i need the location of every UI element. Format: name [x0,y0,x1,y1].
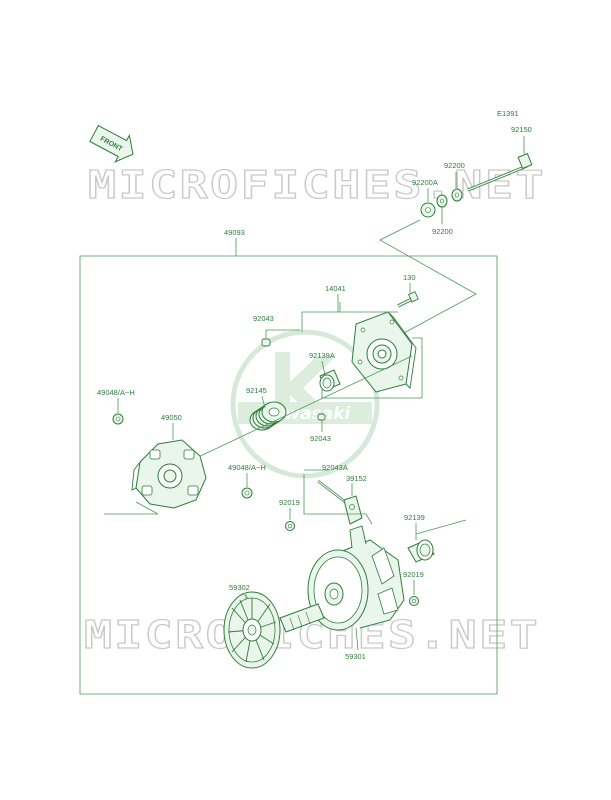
watermark-top: MICROFICHES.NET [88,163,546,207]
label-59302: 59302 [229,583,250,592]
label-92200a: 92200A [412,178,438,187]
nut-92019-left [285,521,295,531]
label-49048-mid: 49048/A~H [228,463,266,472]
label-92200-bottom: 92200 [432,227,453,236]
label-92139a: 92139A [309,351,335,360]
label-49050: 49050 [161,413,182,422]
washer-92200-a [451,188,463,202]
front-arrow-icon: FRONT [89,124,134,163]
leader-washers-housing [379,219,477,335]
axis-line [174,355,413,469]
bushing-92139 [407,539,435,563]
bushing-92139a [319,369,341,392]
pin-92043-mid [317,413,326,421]
label-92200-top: 92200 [444,161,465,170]
assembly-frame [79,255,498,695]
label-92145: 92145 [246,386,267,395]
pin-92043a [317,479,349,506]
label-49093: 49093 [224,228,245,237]
leader-49050 [104,501,159,515]
nut-92200a [420,202,436,218]
pin-92043-top [261,338,271,347]
nut-49048-mid [241,487,253,499]
fixed-sheave-59302 [223,591,325,669]
bolt-130 [397,291,419,308]
label-14041: 14041 [325,284,346,293]
label-92043-top: 92043 [253,314,274,323]
label-39152: 39152 [346,474,367,483]
spring-92145 [249,401,287,431]
label-92139: 92139 [404,513,425,522]
label-92019-right: 92019 [403,570,424,579]
label-92043-mid: 92043 [310,434,331,443]
label-92150: 92150 [511,125,532,134]
washer-92200-b [436,194,448,208]
nut-92019-right [409,596,419,606]
nut-49048-left [112,413,124,425]
ref-code: E1391 [497,109,519,118]
label-92043a: 92043A [322,463,348,472]
label-92019-left: 92019 [279,498,300,507]
bolt-92150 [467,152,533,192]
spider-49050 [131,439,207,509]
label-130: 130 [403,273,416,282]
housing-14041 [351,311,417,393]
weight-39152 [343,495,363,525]
label-49048-left: 49048/A~H [97,388,135,397]
bracket-14041 [301,302,423,399]
movable-sheave-59301 [307,525,405,631]
label-59301: 59301 [345,652,366,661]
